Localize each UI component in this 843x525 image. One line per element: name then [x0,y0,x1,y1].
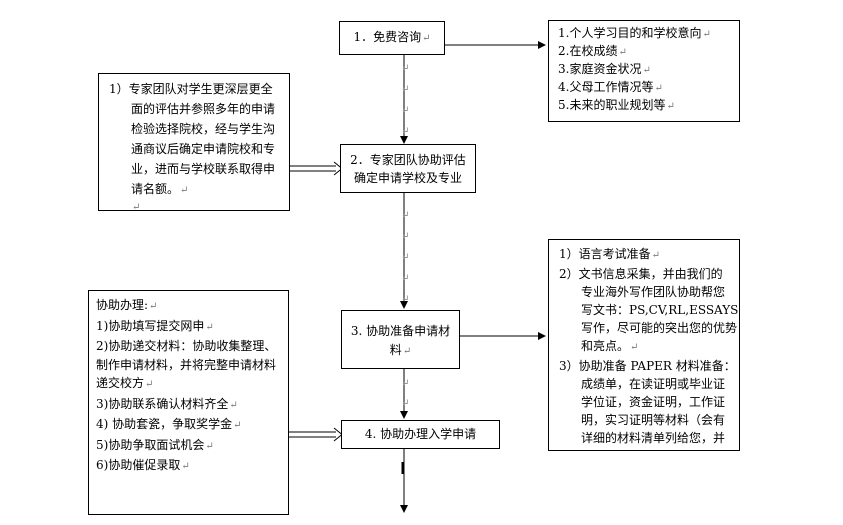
step-4-box: 4. 协助办理入学申请 [341,420,500,449]
evaluation-line: 检验选择院校，经与学生沟 [131,122,276,136]
return-mark: ↵ [401,210,410,221]
factor-item: 4.父母工作情况等↵ [558,80,663,94]
materials-line: 3）协助准备 PAPER 材料准备： [559,359,736,373]
evaluation-line: 通商议后确定申请院校和专 [131,142,276,156]
materials-line: 2）文书信息采集，并由我们的 [559,267,723,281]
application-line: 3)协助联系确认材料齐全↵ [96,396,238,411]
materials-line: 学位证，资金证明，工作证 [581,395,726,409]
application-line: 1)协助填写提交网申↵ [96,318,214,333]
application-line: 2)协助递交材料：协助收集整理、 [96,339,277,353]
application-line: 5)协助争取面试机会↵ [96,437,214,452]
materials-line: 1）语言考试准备↵ [559,247,661,261]
materials-line: 写作，尽可能的突出您的优势 [581,321,738,335]
application-line: 4) 协助套瓷，争取奖学金↵ [96,417,242,431]
double-arrow-evaluation [290,161,343,176]
application-line: 制作申请材料，并将完整申请材料 [96,357,277,372]
step-4-label: 4. 协助办理入学申请 [364,427,477,441]
return-mark: ↵ [401,231,410,242]
evaluation-line: 请名额。↵ [131,182,189,196]
evaluation-note-box: 1）专家团队对学生更深层更全 面的评估并参照多年的申请 检验选择院校，经与学生沟… [98,73,290,213]
application-help-box: 协助办理:↵ 1)协助填写提交网申↵ 2)协助递交材料：协助收集整理、 制作申请… [88,290,289,515]
evaluation-line: 1）专家团队对学生更深层更全 [109,82,273,96]
return-mark: ↵ [401,294,410,305]
return-mark: ↵ [401,126,410,137]
factor-item: 2.在校成绩↵ [558,44,627,58]
materials-line: 成绩单，在读证明或毕业证 [581,377,726,391]
return-mark: ↵ [401,378,410,389]
return-mark: ↵ [401,63,410,74]
step-2-box: 2．专家团队协助评估 确定申请学校及专业 [340,144,476,193]
step-1-label: 1．免费咨询 [353,30,422,44]
step-3-label: 3. 协助准备申请材 [350,324,451,338]
materials-line: 专业海外写作团队协助帮您 [581,285,726,299]
materials-line: 明，实习证明等材料（会有 [581,413,726,427]
step-3-label-cont: 料↵ [389,343,412,357]
factor-item: 5.未来的职业规划等↵ [558,98,675,112]
factor-item: 3.家庭资金状况↵ [558,62,651,76]
materials-line: 详细的材料清单列给您，并 [581,431,726,445]
materials-line: 和亮点。↵ [581,339,639,353]
application-line: 6)协助催促录取↵ [96,458,190,472]
return-mark: ↵ [401,398,410,409]
materials-line: 写文书：PS,CV,RL,ESSAYS 等 [581,303,740,317]
application-line: 递交校方↵ [96,376,154,390]
factor-item: 1.个人学习目的和学校意向↵ [558,26,711,40]
return-mark: ↵ [401,252,410,263]
materials-note-box: 1）语言考试准备↵ 2）文书信息采集，并由我们的 专业海外写作团队协助帮您 写文… [548,239,740,451]
double-arrow-application [289,427,343,442]
return-mark: ↵ [401,84,410,95]
return-mark: ↵ [401,273,410,284]
application-line: 协助办理:↵ [96,298,158,312]
evaluation-line: 业，进而与学校联系取得申 [131,162,276,176]
evaluation-line: 面的评估并参照多年的申请 [131,102,276,116]
return-mark: ↵ [401,105,410,116]
step-2-label-cont: 确定申请学校及专业 [353,171,462,185]
step-3-box: 3. 协助准备申请材 料↵ [341,310,460,369]
step-1-box: 1．免费咨询↵ [339,21,445,55]
step-2-label: 2．专家团队协助评估 [350,153,466,167]
consult-factors-box: 1.个人学习目的和学校意向↵ 2.在校成绩↵ 3.家庭资金状况↵ 4.父母工作情… [548,20,740,122]
